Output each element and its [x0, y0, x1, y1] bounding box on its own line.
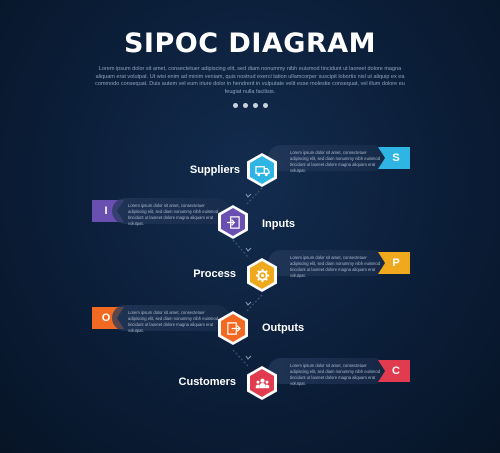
inputs-label: Inputs	[262, 218, 295, 230]
output-icon	[226, 321, 241, 335]
outputs-label: Outputs	[262, 322, 305, 334]
process-label: Process	[193, 268, 236, 280]
outputs-description: Lorem ipsum dolor sit amet, consectetuer…	[128, 310, 219, 333]
inputs-card	[112, 198, 230, 224]
process-description: Lorem ipsum dolor sit amet, consectetuer…	[290, 255, 381, 278]
diagram-subtitle: Lorem ipsum dolor sit amet, consectetuer…	[95, 66, 405, 95]
suppliers-description: Lorem ipsum dolor sit amet, consectetuer…	[290, 150, 381, 173]
input-icon	[226, 215, 240, 229]
inputs-description: Lorem ipsum dolor sit amet, consectetuer…	[128, 203, 219, 226]
diagram-title: SIPOC DIAGRAM	[123, 28, 377, 59]
customers-letter-tag: C	[378, 360, 410, 382]
customers-label: Customers	[178, 376, 236, 388]
process-card	[268, 250, 386, 276]
inputs-hexagon	[218, 205, 248, 239]
outputs-card	[112, 305, 230, 331]
suppliers-hexagon	[247, 153, 277, 187]
outputs-hexagon	[218, 311, 248, 345]
process-letter-tag: P	[378, 252, 410, 274]
pagination-dots	[233, 103, 268, 108]
gear-icon	[255, 268, 269, 282]
customers-card	[268, 358, 386, 384]
suppliers-letter-tag: S	[378, 147, 410, 169]
suppliers-card	[268, 145, 386, 171]
people-icon	[255, 378, 269, 388]
customers-description: Lorem ipsum dolor sit amet, consectetuer…	[290, 363, 381, 386]
truck-icon	[254, 165, 270, 176]
suppliers-label: Suppliers	[189, 164, 240, 176]
